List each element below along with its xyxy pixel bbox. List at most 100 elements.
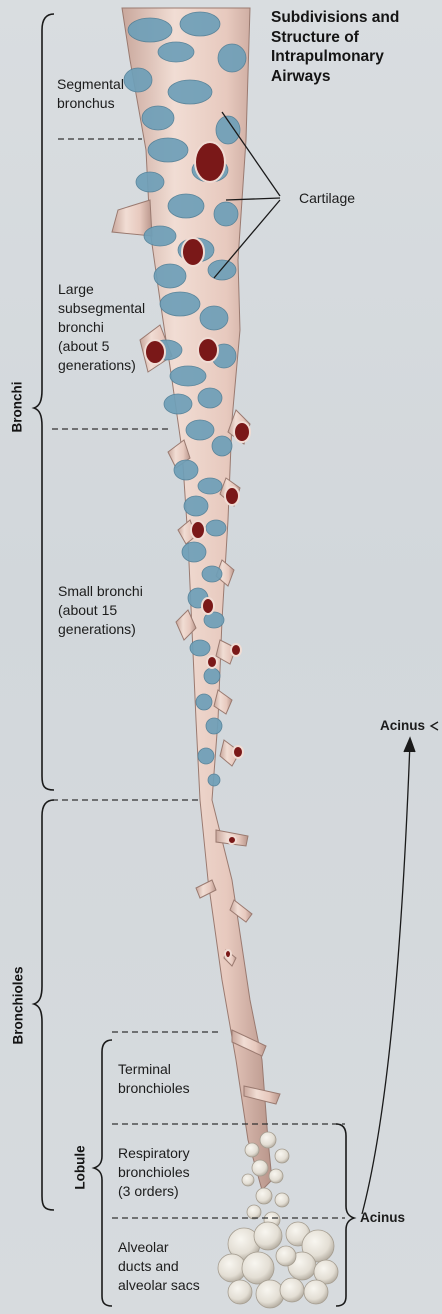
cartilage-plate: [164, 394, 192, 414]
cartilage-plate: [208, 774, 220, 786]
alveolus: [280, 1278, 304, 1302]
cartilage-plate: [186, 420, 214, 440]
alveolar-sacs: [218, 1132, 338, 1308]
lumen-opening: [225, 487, 239, 505]
alveolus: [275, 1149, 289, 1163]
label-line: Small bronchi: [58, 582, 143, 601]
label-acinus-upper: Acinus: [380, 716, 425, 735]
cartilage-plate: [208, 260, 236, 280]
alveolus: [304, 1280, 328, 1304]
lumen-opening: [145, 340, 165, 364]
alveolus: [245, 1143, 259, 1157]
lumen-opening: [202, 598, 214, 614]
lumen-opening: [195, 142, 225, 182]
cartilage-plate: [158, 42, 194, 62]
cartilage-plate: [190, 640, 210, 656]
label-line: Segmental: [57, 75, 124, 94]
title-line-2: Structure of: [271, 28, 441, 48]
cartilage-plate: [180, 12, 220, 36]
lumen-opening: [233, 746, 243, 758]
cartilage-plate: [202, 566, 222, 582]
lumen-opening: [198, 338, 218, 362]
label-line: ducts and: [118, 1257, 200, 1276]
label-line: Alveolar: [118, 1238, 200, 1257]
label-segmental-bronchus: Segmental bronchus: [57, 75, 124, 113]
title-line-4: Airways: [271, 67, 441, 87]
cartilage-plate: [168, 80, 212, 104]
label-line: subsegmental: [58, 299, 145, 318]
cartilage-plate: [128, 18, 172, 42]
diagram-title: Subdivisions and Structure of Intrapulmo…: [271, 8, 441, 86]
label-small-bronchi: Small bronchi (about 15 generations): [58, 582, 143, 639]
label-cartilage: Cartilage: [299, 189, 355, 208]
lumen-opening: [182, 238, 204, 266]
lumen-opening: [234, 422, 250, 442]
alveolus: [276, 1246, 296, 1266]
acinus-brace: [336, 1124, 354, 1306]
cartilage-plate: [218, 44, 246, 72]
label-line: (3 orders): [118, 1182, 190, 1201]
cartilage-plate: [124, 68, 152, 92]
alveolus: [242, 1174, 254, 1186]
label-line: bronchioles: [118, 1079, 190, 1098]
label-line: alveolar sacs: [118, 1276, 200, 1295]
label-acinus-lower: Acinus: [360, 1208, 405, 1227]
alveolus: [256, 1280, 284, 1308]
cartilage-plate: [142, 106, 174, 130]
group-label-bronchioles: Bronchioles: [11, 966, 26, 1046]
label-alveolar-ducts-sacs: Alveolar ducts and alveolar sacs: [118, 1238, 200, 1295]
alveolus: [256, 1188, 272, 1204]
label-line: generations): [58, 620, 143, 639]
label-line: generations): [58, 356, 145, 375]
lobule-brace: [94, 1040, 112, 1306]
alveolus: [242, 1252, 274, 1284]
cartilage-plate: [198, 748, 214, 764]
label-line: Large: [58, 280, 145, 299]
label-line: bronchi: [58, 318, 145, 337]
cartilage-plate: [200, 306, 228, 330]
alveolus: [275, 1193, 289, 1207]
alveolus: [260, 1132, 276, 1148]
lumen-opening: [207, 656, 217, 668]
cartilage-plate: [196, 694, 212, 710]
label-terminal-bronchioles: Terminal bronchioles: [118, 1060, 190, 1098]
lumen-opening: [228, 836, 236, 844]
cartilage-plate: [148, 138, 188, 162]
cartilage-plate: [212, 436, 232, 456]
cartilage-plate: [154, 264, 186, 288]
label-line: (about 15: [58, 601, 143, 620]
title-line-3: Intrapulmonary: [271, 47, 441, 67]
group-label-lobule: Lobule: [73, 1143, 88, 1193]
cartilage-plate: [144, 226, 176, 246]
cartilage-plate: [206, 718, 222, 734]
bronchi-brace: [34, 14, 54, 790]
cartilage-plate: [206, 520, 226, 536]
cartilage-plate: [184, 496, 208, 516]
cartilage-plate: [182, 542, 206, 562]
alveolus: [228, 1280, 252, 1304]
label-line: bronchioles: [118, 1163, 190, 1182]
label-line: (about 5: [58, 337, 145, 356]
cartilage-plate: [214, 202, 238, 226]
title-line-1: Subdivisions and: [271, 8, 441, 28]
alveolus: [252, 1160, 268, 1176]
alveolus: [247, 1205, 261, 1219]
cartilage-plate: [198, 478, 222, 494]
alveolus: [254, 1222, 282, 1250]
lumen-opening: [231, 644, 241, 656]
label-line: Terminal: [118, 1060, 190, 1079]
label-respiratory-bronchioles: Respiratory bronchioles (3 orders): [118, 1144, 190, 1201]
cartilage-plate: [174, 460, 198, 480]
cartilage-plate: [198, 388, 222, 408]
group-label-bronchi: Bronchi: [10, 383, 25, 433]
label-large-subsegmental-bronchi: Large subsegmental bronchi (about 5 gene…: [58, 280, 145, 375]
cartilage-plate: [168, 194, 204, 218]
cartilage-plate: [160, 292, 200, 316]
label-line: Respiratory: [118, 1144, 190, 1163]
label-line: bronchus: [57, 94, 124, 113]
cartilage-plate: [170, 366, 206, 386]
cartilage-plate: [204, 668, 220, 684]
lumen-opening: [225, 950, 231, 958]
